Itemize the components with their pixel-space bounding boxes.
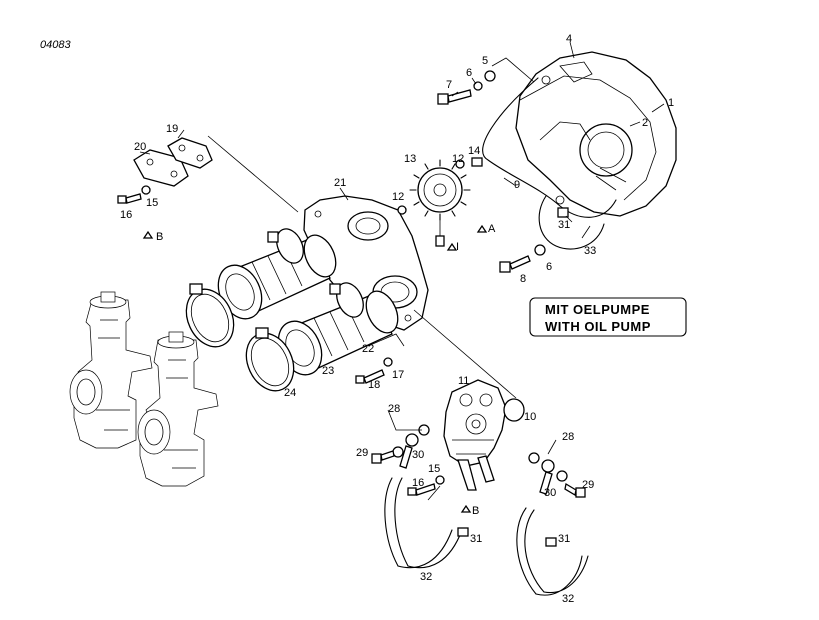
carburetor-left: [69, 291, 153, 449]
callout-12-right: 12: [452, 153, 464, 165]
marker-i: I: [456, 241, 459, 253]
callout-29-right: 29: [582, 479, 594, 491]
callout-30-left: 30: [412, 449, 424, 461]
callout-17: 17: [392, 369, 404, 381]
callout-19: 19: [166, 123, 178, 135]
screw-8: [499, 255, 531, 273]
callout-31-left: 31: [470, 533, 482, 545]
hose-clamps: [185, 228, 364, 392]
callout-15-left: 15: [146, 197, 158, 209]
washer-12-right: [455, 159, 465, 169]
callout-20: 20: [134, 141, 146, 153]
leader-lines: [139, 41, 665, 501]
hose-32-right-a: [516, 507, 545, 595]
callout-9: 9: [514, 179, 520, 191]
nut-14: [471, 157, 483, 167]
callout-21: 21: [334, 177, 346, 189]
callout-28-left: 28: [388, 403, 400, 415]
callout-10: 10: [524, 411, 536, 423]
callout-7: 7: [446, 79, 452, 91]
callout-4: 4: [566, 33, 572, 45]
callout-16-left: 16: [120, 209, 132, 221]
callout-11: 11: [458, 375, 469, 387]
screw-29-left: [371, 450, 395, 464]
callout-6-top: 6: [466, 67, 472, 79]
callout-23: 23: [322, 365, 334, 377]
note-box-line1: MIT OELPUMPE: [545, 302, 650, 317]
callout-28-right: 28: [562, 431, 574, 443]
screw-16-right: [407, 483, 436, 496]
callout-14: 14: [468, 145, 480, 157]
oil-pump-gear: [409, 159, 471, 247]
callout-15-right: 15: [428, 463, 440, 475]
o-ring-33: [538, 195, 605, 250]
plug-31-top: [557, 207, 569, 218]
washer-17: [383, 357, 393, 367]
callout-22: 22: [362, 343, 374, 355]
callout-33: 33: [584, 245, 596, 257]
intake-sleeve-upper: [217, 234, 337, 320]
callout-8: 8: [520, 273, 526, 285]
washer-6-bottom: [534, 244, 546, 256]
callout-24: 24: [284, 387, 296, 399]
hose-32-right-b: [535, 555, 589, 596]
crankcase-cover: [515, 51, 677, 217]
marker-arrows: [142, 224, 488, 513]
washer-15-left: [141, 185, 151, 195]
o-ring-10: [503, 398, 525, 422]
marker-b-right: B: [472, 505, 479, 517]
callout-2: 2: [642, 117, 648, 129]
callout-30-right: 30: [544, 487, 556, 499]
callout-13: 13: [404, 153, 416, 165]
banjo-left: [392, 424, 430, 469]
screw-18: [355, 369, 385, 384]
washer-12-left: [397, 205, 407, 215]
callout-32-right: 32: [562, 593, 574, 605]
callout-31-right: 31: [558, 533, 570, 545]
note-box-line2: WITH OIL PUMP: [545, 319, 651, 334]
screw-29-right: [564, 482, 586, 498]
callout-16-right: 16: [412, 477, 424, 489]
screw-7: [437, 89, 472, 105]
hose-32-left-b: [397, 529, 463, 569]
drawing-number: 04083: [40, 39, 71, 51]
callout-31-top: 31: [558, 219, 570, 231]
oil-pump: [443, 379, 507, 491]
plug-31-left: [457, 527, 469, 537]
callout-18: 18: [368, 379, 380, 391]
callout-5: 5: [482, 55, 488, 67]
carburetor-right: [137, 331, 219, 487]
banjo-right: [528, 452, 568, 495]
washer-5: [484, 70, 496, 82]
callout-32-left: 32: [420, 571, 432, 583]
note-box: MIT OELPUMPE WITH OIL PUMP: [529, 297, 687, 337]
washer-15-right: [435, 475, 445, 485]
cover-plates: [133, 137, 213, 187]
plug-31-right: [545, 537, 557, 547]
callout-1: 1: [668, 97, 674, 109]
callout-6-bottom: 6: [546, 261, 552, 273]
callout-29-left: 29: [356, 447, 368, 459]
callout-12-left: 12: [392, 191, 404, 203]
screw-16-left: [117, 193, 142, 204]
hose-32-left-a: [384, 477, 409, 567]
gasket-9: [482, 77, 617, 218]
marker-b-left: B: [156, 231, 163, 243]
marker-a: A: [488, 223, 496, 235]
